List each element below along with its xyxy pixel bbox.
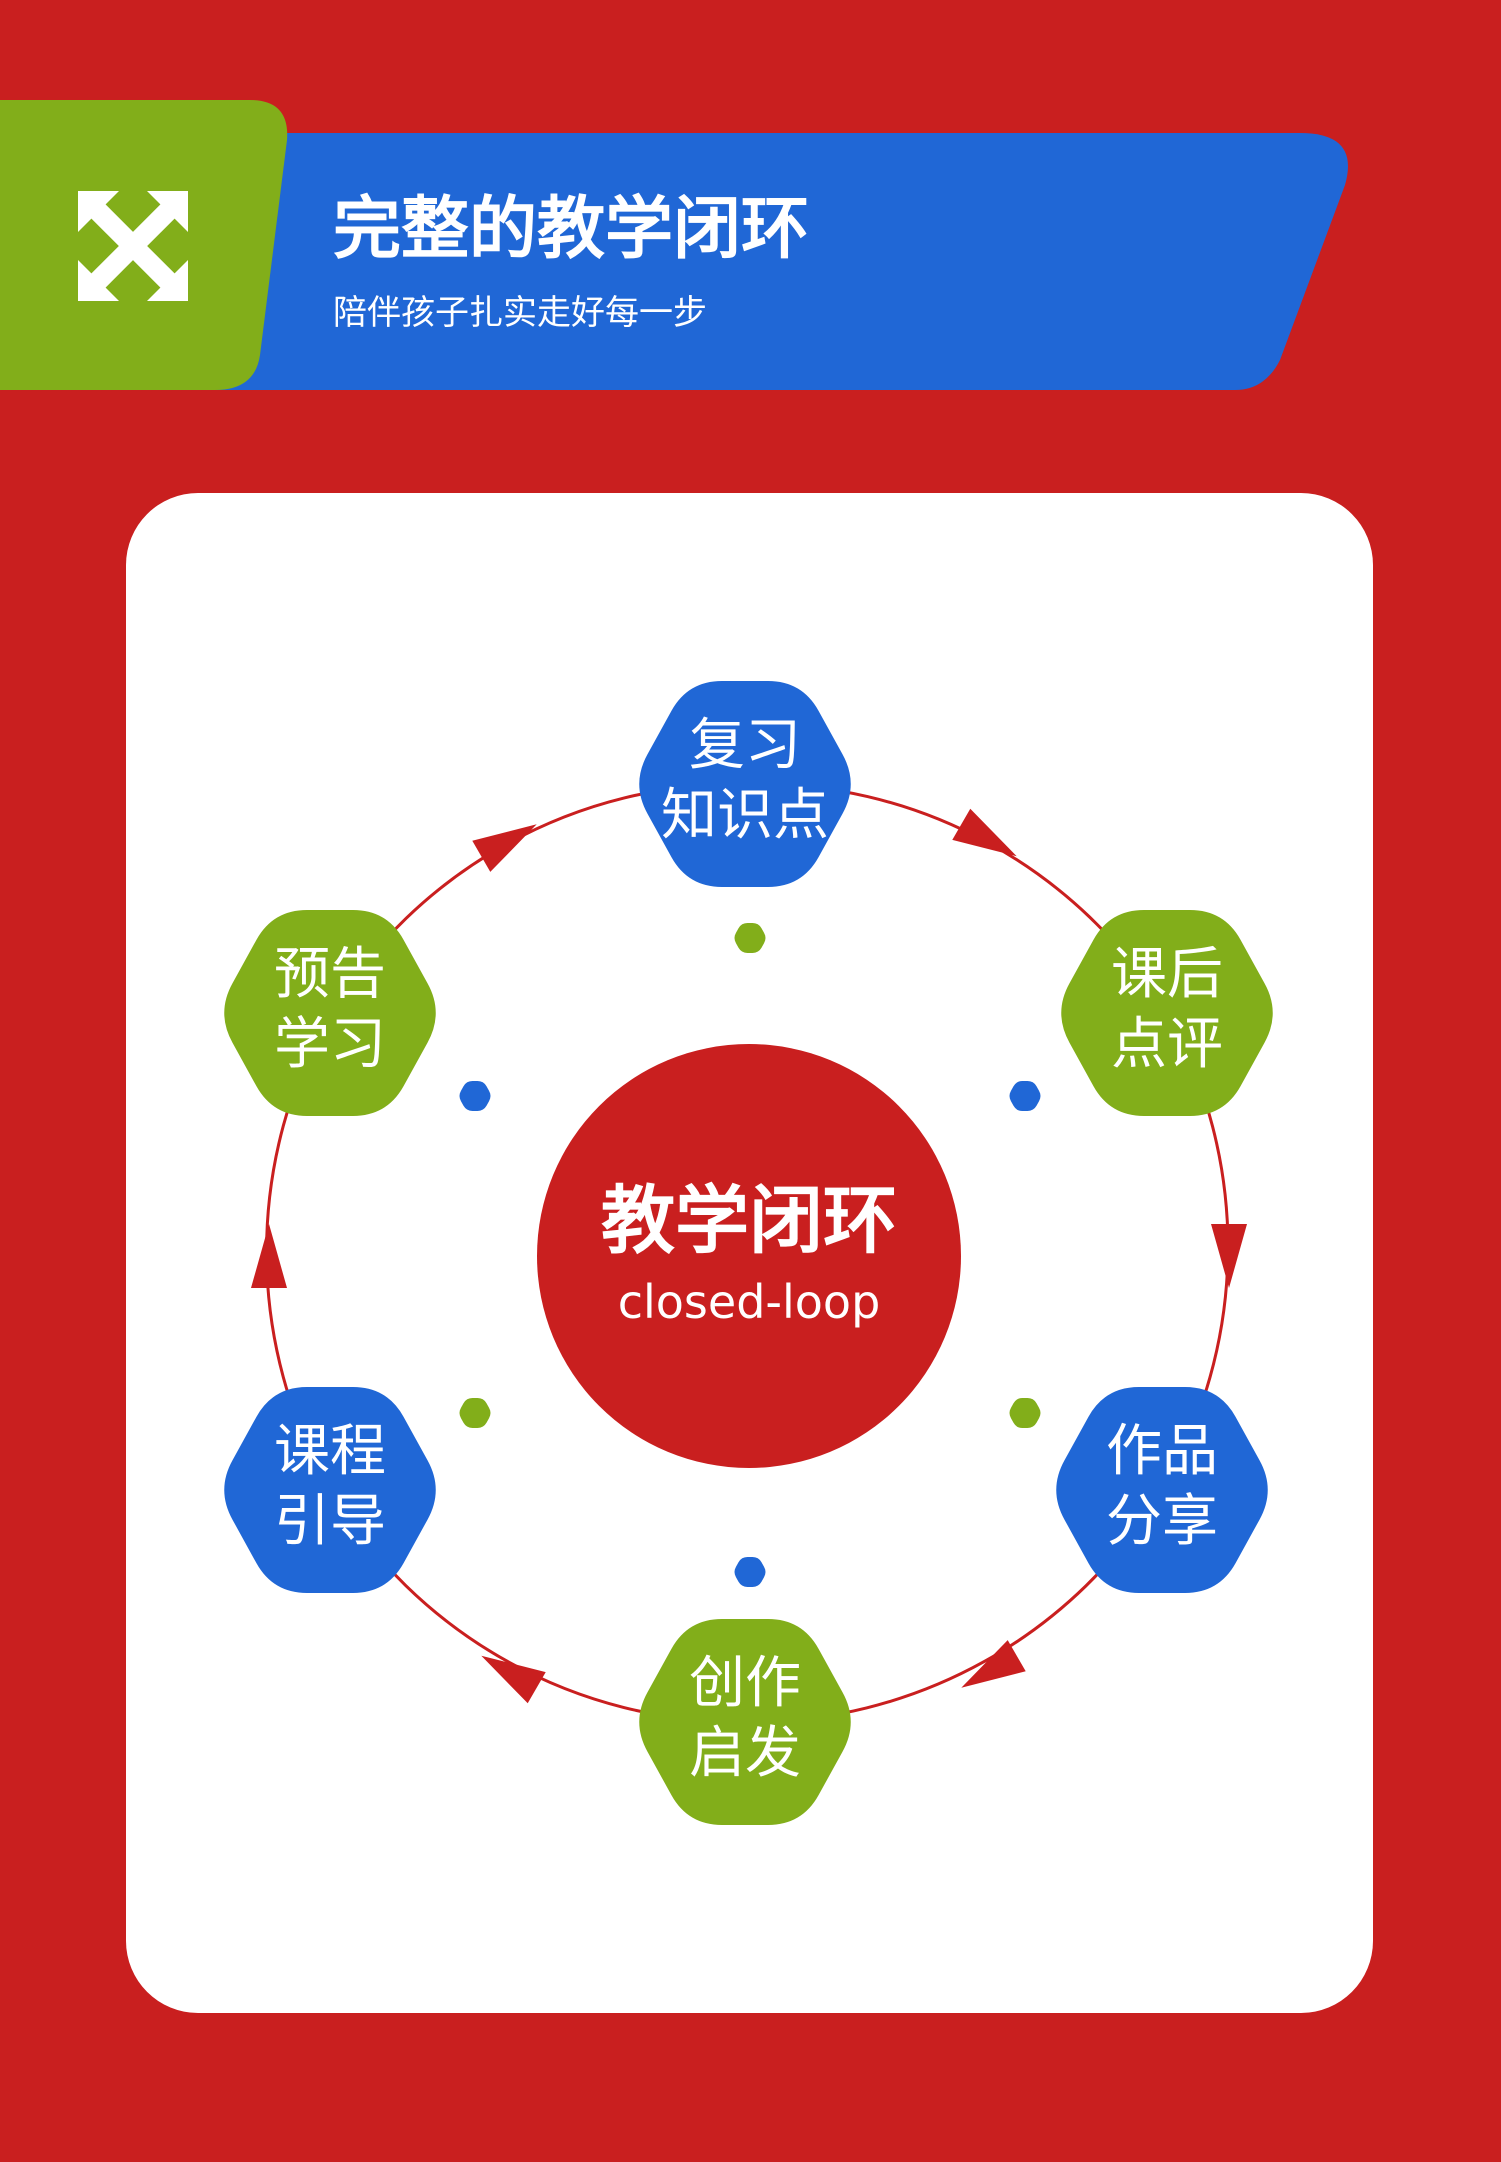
flow-arrow	[952, 808, 1017, 857]
node-guide-hexagon	[224, 1387, 436, 1593]
node-guide-label-2: 引导	[274, 1489, 386, 1554]
node-preview: 预告 学习	[224, 910, 436, 1116]
node-share-hexagon	[1056, 1387, 1268, 1593]
node-comment-label-2: 点评	[1111, 1012, 1223, 1077]
node-create: 创作 启发	[639, 1619, 851, 1825]
inner-dot	[459, 1398, 491, 1428]
header-ribbon	[200, 133, 1348, 390]
flow-arrow	[961, 1640, 1026, 1688]
inner-dot	[1009, 1398, 1041, 1428]
node-create-label-2: 启发	[689, 1721, 801, 1786]
flow-arrow	[1211, 1224, 1247, 1288]
node-guide-label-1: 课程	[274, 1419, 386, 1484]
header-banner: 完整的教学闭环 陪伴孩子扎实走好每一步	[0, 100, 1348, 390]
node-comment: 课后 点评	[1061, 910, 1273, 1116]
inner-dot	[459, 1081, 491, 1111]
inner-dot	[734, 1557, 766, 1587]
node-preview-label-2: 学习	[274, 1012, 386, 1077]
node-share-label-1: 作品	[1106, 1419, 1218, 1484]
inner-dots	[459, 923, 1041, 1587]
node-review: 复习 知识点	[639, 681, 851, 887]
node-preview-hexagon	[224, 910, 436, 1116]
center-subtitle: closed-loop	[618, 1275, 881, 1329]
node-share-label-2: 分享	[1106, 1489, 1218, 1554]
loop-nodes: 复习 知识点 课后 点评 作品 分享 创作 启发 课程 引导 预告 学习	[224, 681, 1273, 1825]
page-subtitle: 陪伴孩子扎实走好每一步	[333, 293, 707, 333]
flow-arrows	[251, 808, 1247, 1704]
node-review-label-1: 复习	[689, 713, 801, 778]
node-review-label-2: 知识点	[661, 783, 829, 848]
node-guide: 课程 引导	[224, 1387, 436, 1593]
inner-dot	[734, 923, 766, 953]
center-circle	[537, 1044, 961, 1468]
node-comment-label-1: 课后	[1111, 942, 1223, 1007]
flow-arrow	[472, 824, 537, 872]
flow-arrow	[251, 1224, 287, 1288]
node-create-label-1: 创作	[689, 1651, 801, 1716]
inner-dot	[1009, 1081, 1041, 1111]
expand-arrows-icon	[78, 191, 188, 301]
node-preview-label-1: 预告	[274, 942, 386, 1007]
center-title: 教学闭环	[601, 1178, 897, 1264]
node-comment-hexagon	[1061, 910, 1273, 1116]
node-create-hexagon	[639, 1619, 851, 1825]
node-review-hexagon	[639, 681, 851, 887]
flow-arrow	[481, 1655, 546, 1704]
node-share: 作品 分享	[1056, 1387, 1268, 1593]
page-title: 完整的教学闭环	[333, 190, 809, 269]
